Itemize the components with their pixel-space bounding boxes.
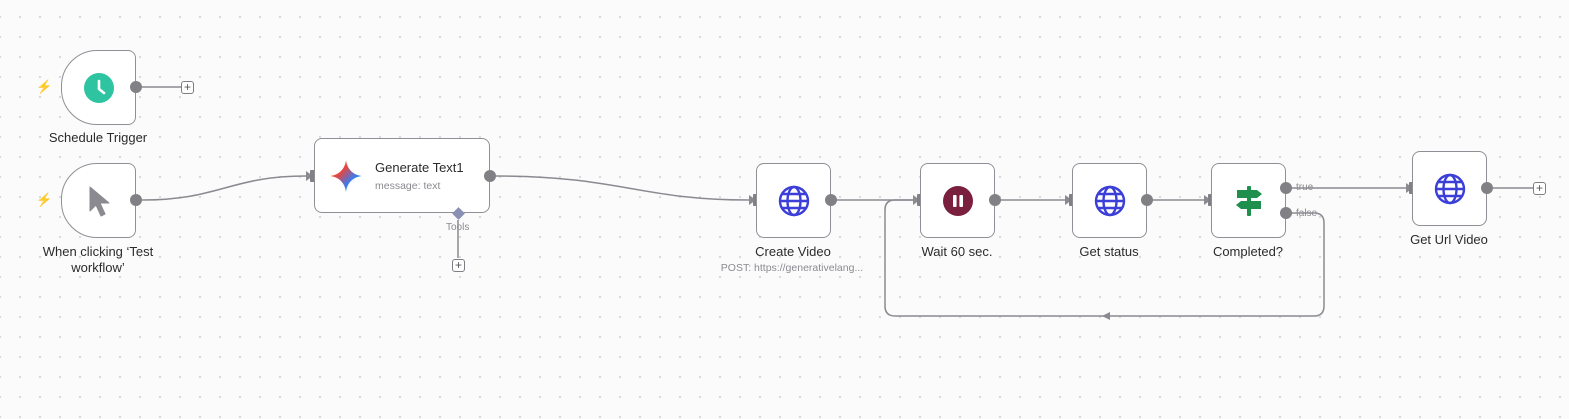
generate-text-node[interactable]: Generate Text1 message: text <box>314 138 490 213</box>
completed-node[interactable] <box>1211 163 1286 238</box>
trigger-bolt-icon: ⚡ <box>36 79 53 94</box>
completed-label: Completed? <box>1212 244 1284 259</box>
generate-text-output-handle[interactable] <box>484 170 496 182</box>
wait-output-handle[interactable] <box>989 194 1001 206</box>
schedule-trigger-output-handle[interactable] <box>130 81 142 93</box>
completed-false-handle[interactable] <box>1280 207 1292 219</box>
manual-trigger-output-handle[interactable] <box>130 194 142 206</box>
get-status-output-handle[interactable] <box>1141 194 1153 206</box>
completed-input-handle[interactable] <box>1208 194 1213 206</box>
edge-manual-to-generate <box>141 175 307 201</box>
generate-text-input-handle[interactable] <box>310 170 315 182</box>
trigger-bolt-icon: ⚡ <box>36 192 53 207</box>
schedule-trigger-node[interactable] <box>61 50 136 125</box>
schedule-trigger-label: Schedule Trigger <box>48 130 148 145</box>
create-video-node[interactable] <box>756 163 831 238</box>
completed-true-handle[interactable] <box>1280 182 1292 194</box>
wait-input-handle[interactable] <box>917 194 922 206</box>
generate-text-subtitle: message: text <box>375 179 441 192</box>
get-url-video-add-button[interactable]: + <box>1533 182 1546 195</box>
edge-generate-to-create <box>495 175 750 201</box>
wait-label: Wait 60 sec. <box>921 244 993 259</box>
create-video-output-handle[interactable] <box>825 194 837 206</box>
arrow-loop-back <box>1102 312 1110 320</box>
get-status-label: Get status <box>1079 244 1139 259</box>
globe-icon <box>1094 185 1125 216</box>
gemini-sparkle-icon <box>330 159 362 192</box>
tools-add-button[interactable]: + <box>452 259 465 272</box>
get-url-video-label: Get Url Video <box>1410 232 1488 247</box>
get-url-video-node[interactable] <box>1412 151 1487 226</box>
globe-icon <box>778 185 809 216</box>
tools-label: Tools <box>446 222 470 233</box>
true-branch-label: true <box>1296 182 1314 193</box>
cursor-icon <box>89 186 109 216</box>
generate-text-title: Generate Text1 <box>375 159 464 175</box>
get-url-video-output-handle[interactable] <box>1481 182 1493 194</box>
schedule-trigger-add-button[interactable]: + <box>181 81 194 94</box>
create-video-input-handle[interactable] <box>753 194 758 206</box>
false-branch-label: false <box>1296 208 1318 219</box>
get-status-node[interactable] <box>1072 163 1147 238</box>
globe-icon <box>1434 173 1465 204</box>
get-status-input-handle[interactable] <box>1069 194 1074 206</box>
wait-node[interactable] <box>920 163 995 238</box>
manual-trigger-label: When clicking ‘Test workflow’ <box>42 244 154 275</box>
get-url-video-input-handle[interactable] <box>1409 182 1414 194</box>
pause-icon <box>942 185 973 216</box>
clock-icon <box>83 72 114 103</box>
manual-trigger-node[interactable] <box>61 163 136 238</box>
create-video-label: Create Video <box>755 244 831 259</box>
create-video-subtitle: POST: https://generativelang... <box>720 262 864 274</box>
signpost-icon <box>1235 185 1262 216</box>
